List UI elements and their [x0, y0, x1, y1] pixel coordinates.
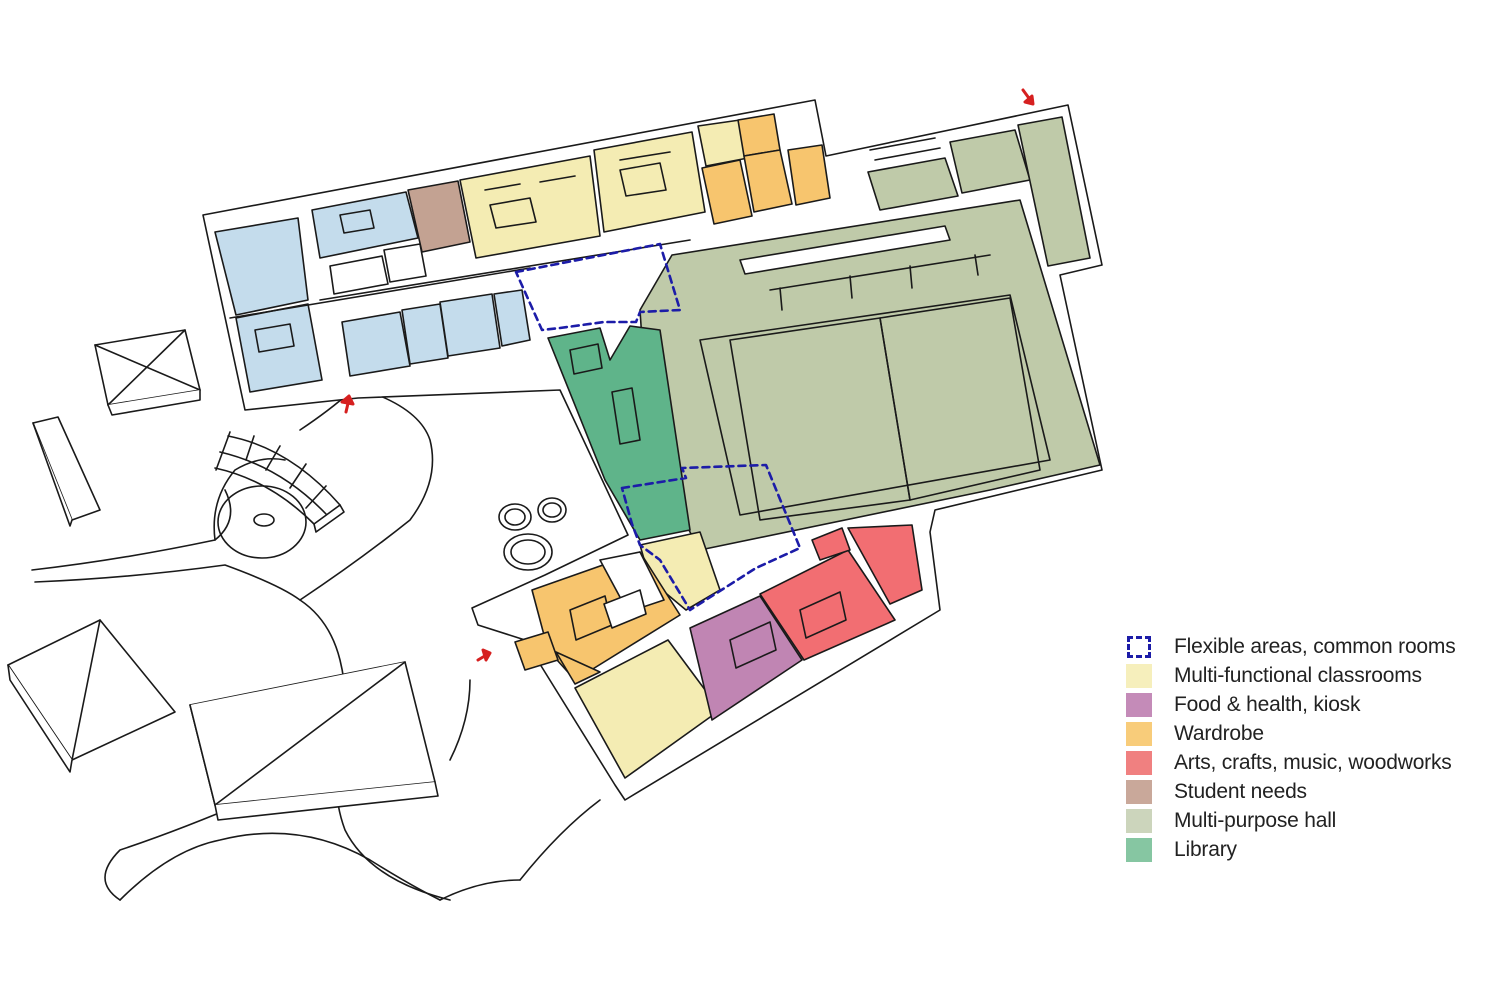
legend-label: Food & health, kiosk	[1174, 692, 1361, 716]
legend-item-arts-crafts: Arts, crafts, music, woodworks	[1126, 748, 1486, 777]
legend-item-food-health: Food & health, kiosk	[1126, 690, 1486, 719]
wardrobe-swatch	[1126, 721, 1152, 746]
multi-purpose-hall-swatch	[1126, 808, 1152, 833]
legend-item-student-needs: Student needs	[1126, 777, 1486, 806]
legend-label: Multi-functional classrooms	[1174, 663, 1422, 687]
north-wing-rooms	[214, 113, 831, 393]
legend-label: Multi-purpose hall	[1174, 808, 1337, 832]
library	[547, 325, 691, 541]
flexible-areas-swatch	[1127, 635, 1151, 658]
legend-item-flexible-areas: Flexible areas, common rooms	[1126, 632, 1486, 661]
classrooms-swatch	[1126, 663, 1152, 688]
legend-label: Flexible areas, common rooms	[1174, 634, 1456, 658]
legend-item-multi-functional-classrooms: Multi-functional classrooms	[1126, 661, 1486, 690]
multipurpose-hall	[639, 199, 1101, 551]
legend-label: Arts, crafts, music, woodworks	[1174, 750, 1452, 774]
circular-planters	[498, 497, 567, 571]
northeast-annex	[867, 116, 1091, 267]
student-needs-swatch	[1126, 779, 1152, 804]
arts-crafts-swatch	[1126, 750, 1152, 775]
legend: Flexible areas, common rooms Multi-funct…	[1126, 632, 1486, 864]
legend-item-multi-purpose-hall: Multi-purpose hall	[1126, 806, 1486, 835]
legend-label: Wardrobe	[1174, 721, 1264, 745]
legend-label: Library	[1174, 837, 1237, 861]
entrance-arrows	[340, 88, 1035, 662]
legend-item-wardrobe: Wardrobe	[1126, 719, 1486, 748]
food-health-swatch	[1126, 692, 1152, 717]
amphitheater	[214, 431, 345, 559]
legend-item-library: Library	[1126, 835, 1486, 864]
legend-label: Student needs	[1174, 779, 1307, 803]
outbuilding-sheds	[7, 329, 439, 821]
flexible-areas-outline	[514, 242, 802, 612]
library-swatch	[1126, 837, 1152, 862]
south-wing-rooms	[514, 524, 923, 779]
